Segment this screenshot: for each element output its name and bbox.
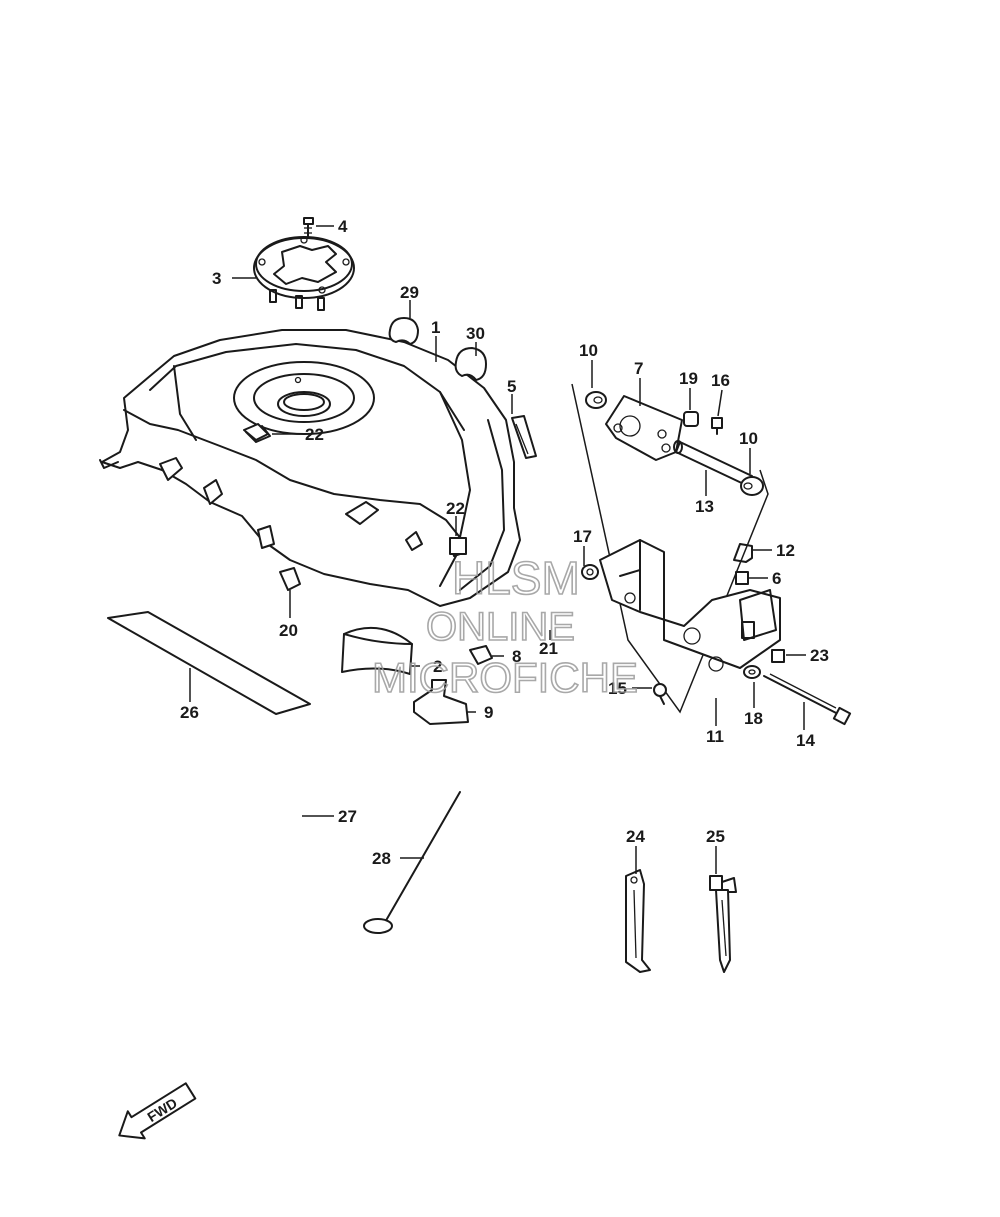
watermark: HLSM ONLINE MICROFICHE xyxy=(371,551,639,702)
part-25-tie xyxy=(709,875,737,973)
callout-29: 29 xyxy=(400,283,419,302)
part-9-bracket xyxy=(413,679,469,725)
part-24-band xyxy=(625,869,651,973)
callout-16: 16 xyxy=(711,371,730,390)
part-1-fuel-tank xyxy=(99,329,521,607)
part-15-screw xyxy=(653,683,667,705)
part-10-grommet-a xyxy=(585,391,607,409)
callout-23: 23 xyxy=(810,646,829,665)
part-23-nut xyxy=(771,649,785,663)
callout-5: 5 xyxy=(507,377,516,396)
callout-20: 20 xyxy=(279,621,298,640)
callout-22b: 22 xyxy=(446,499,465,518)
callout-22a: 22 xyxy=(305,425,324,444)
callout-8: 8 xyxy=(512,647,521,666)
watermark-line-1: HLSM xyxy=(452,552,580,604)
callout-24: 24 xyxy=(626,827,645,846)
watermark-line-3: MICROFICHE xyxy=(372,654,638,701)
callout-15: 15 xyxy=(608,679,627,698)
leader-lines xyxy=(189,225,806,874)
part-18-washer xyxy=(743,665,761,679)
callout-12: 12 xyxy=(776,541,795,560)
part-29-cushion xyxy=(388,317,419,345)
callout-26: 26 xyxy=(180,703,199,722)
part-3-fuel-cap xyxy=(253,236,355,311)
part-2-ring xyxy=(341,627,413,675)
callout-10b: 10 xyxy=(739,429,758,448)
part-17-bushing xyxy=(581,564,599,580)
callout-7: 7 xyxy=(634,359,643,378)
callout-25: 25 xyxy=(706,827,725,846)
part-27-hose xyxy=(233,597,396,1023)
part-19-collar xyxy=(683,411,699,427)
part-10-grommet-b xyxy=(740,476,764,496)
callout-30: 30 xyxy=(466,324,485,343)
part-21-bracket xyxy=(599,539,781,672)
callout-2: 2 xyxy=(433,657,442,676)
callout-9: 9 xyxy=(484,703,493,722)
callout-6: 6 xyxy=(772,569,781,588)
part-12-clip xyxy=(733,543,753,563)
part-16-screw xyxy=(711,417,723,435)
watermark-line-2: ONLINE xyxy=(426,605,575,649)
part-22-pad-a xyxy=(243,423,269,441)
callout-19: 19 xyxy=(679,369,698,388)
callout-28: 28 xyxy=(372,849,391,868)
callout-14: 14 xyxy=(796,731,815,750)
part-26-sheet xyxy=(107,611,311,715)
callout-3: 3 xyxy=(212,269,221,288)
part-8-clip xyxy=(469,645,493,665)
part-14-bolt xyxy=(763,673,852,726)
part-5-strip xyxy=(511,415,537,459)
callout-4: 4 xyxy=(338,217,348,236)
part-7-plate xyxy=(605,395,683,461)
fwd-arrow: FWD xyxy=(118,1082,197,1140)
callouts: 4 3 29 1 30 5 22 22 20 26 2 8 9 27 28 10… xyxy=(180,217,829,868)
part-20-cushion xyxy=(279,567,301,591)
callout-27: 27 xyxy=(338,807,357,826)
callout-1: 1 xyxy=(431,318,440,337)
callout-10a: 10 xyxy=(579,341,598,360)
callout-17: 17 xyxy=(573,527,592,546)
callout-18: 18 xyxy=(744,709,763,728)
part-6-nut xyxy=(735,571,749,585)
part-22-pad-b xyxy=(449,537,467,555)
part-30-cushion xyxy=(454,347,487,381)
callout-13: 13 xyxy=(695,497,714,516)
callout-11: 11 xyxy=(706,727,724,746)
callout-21: 21 xyxy=(539,639,558,658)
